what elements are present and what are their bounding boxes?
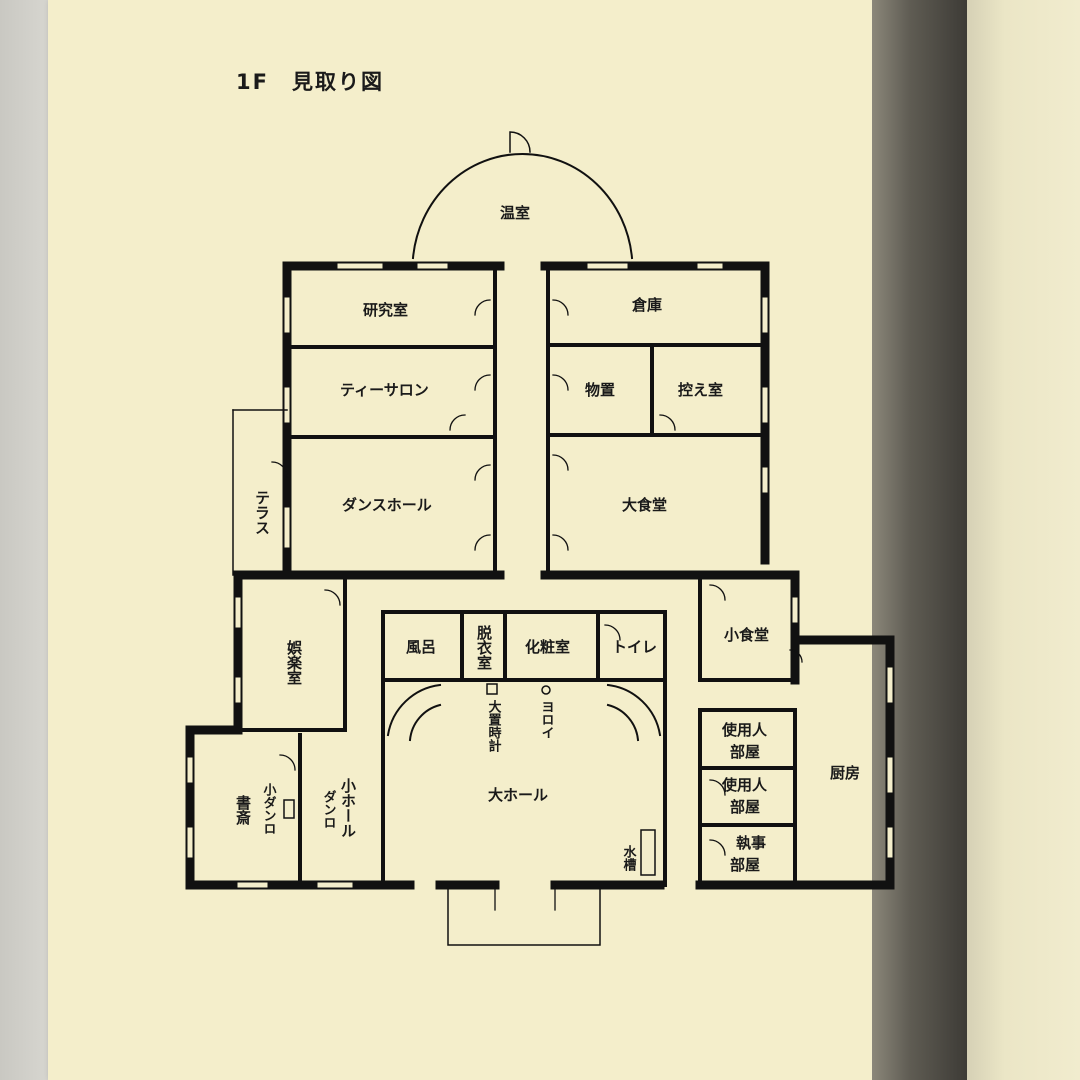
label-study: 書斎 [234, 794, 252, 826]
servant-labels: 使用人 部屋 使用人 部屋 執事 部屋 [721, 721, 772, 874]
doors [271, 299, 803, 911]
dumbwaiter-furniture [283, 799, 295, 819]
label-greenhouse: 温室 [500, 204, 530, 222]
label-servant1-l1: 使用人 [721, 721, 768, 739]
label-small-hall: 小ホール [339, 778, 357, 838]
label-supplies: 物置 [585, 381, 615, 399]
label-servant2-l2: 部屋 [730, 798, 760, 816]
windows [187, 263, 893, 888]
tank-furniture [640, 829, 656, 876]
vertical-labels: テラス 娯楽室 脱衣室 大置時計 ヨロイ 水槽 小ホール ダンロ 小ダンロ 書斎 [234, 490, 636, 872]
label-lab: 研究室 [363, 301, 408, 319]
label-tea-salon: ティーサロン [340, 381, 429, 399]
staircases [386, 683, 662, 742]
clock-furniture [486, 683, 498, 695]
background-left [0, 0, 52, 1080]
label-clock: 大置時計 [486, 699, 502, 753]
label-servant2: 使用人 部屋 [721, 776, 772, 816]
label-butler-l2: 部屋 [730, 856, 760, 874]
label-game-room: 娯楽室 [285, 639, 303, 685]
label-dance-hall: ダンスホール [342, 496, 432, 514]
label-great-hall: 大ホール [488, 786, 548, 804]
page-title: 1F 見取り図 [236, 70, 384, 94]
label-waiting: 控え室 [678, 381, 723, 399]
room-labels: 温室 研究室 倉庫 ティーサロン 物置 控え室 ダンスホール 大食堂 小食堂 風… [340, 204, 860, 804]
greenhouse-wall [411, 152, 634, 260]
label-waiter2: ダンロ [321, 789, 337, 829]
greenhouse-door [509, 131, 531, 153]
label-servant1-l2: 部屋 [730, 743, 760, 761]
next-page [955, 0, 1080, 1080]
book-gutter [872, 0, 967, 1080]
porch [447, 889, 601, 946]
label-dressing: 脱衣室 [475, 624, 493, 670]
interior-walls [232, 270, 797, 887]
label-storage: 倉庫 [631, 296, 662, 314]
label-butler: 執事 部屋 [730, 834, 771, 874]
label-terrace: テラス [253, 490, 271, 535]
label-toilet: トイレ [612, 638, 657, 656]
label-dining: 大食堂 [622, 496, 667, 514]
label-waiter1: 小ダンロ [261, 783, 277, 835]
label-kitchen: 厨房 [830, 764, 860, 782]
label-tank: 水槽 [621, 844, 637, 872]
label-servant1: 使用人 部屋 [721, 721, 772, 761]
armor-furniture [541, 685, 551, 695]
label-butler-l1: 執事 [736, 834, 766, 852]
label-bath: 風呂 [406, 638, 436, 656]
book-page [48, 0, 898, 1080]
label-armor: ヨロイ [539, 700, 555, 739]
label-small-dining: 小食堂 [724, 626, 769, 644]
label-servant2-l1: 使用人 [721, 776, 768, 794]
label-powder: 化粧室 [525, 638, 570, 656]
